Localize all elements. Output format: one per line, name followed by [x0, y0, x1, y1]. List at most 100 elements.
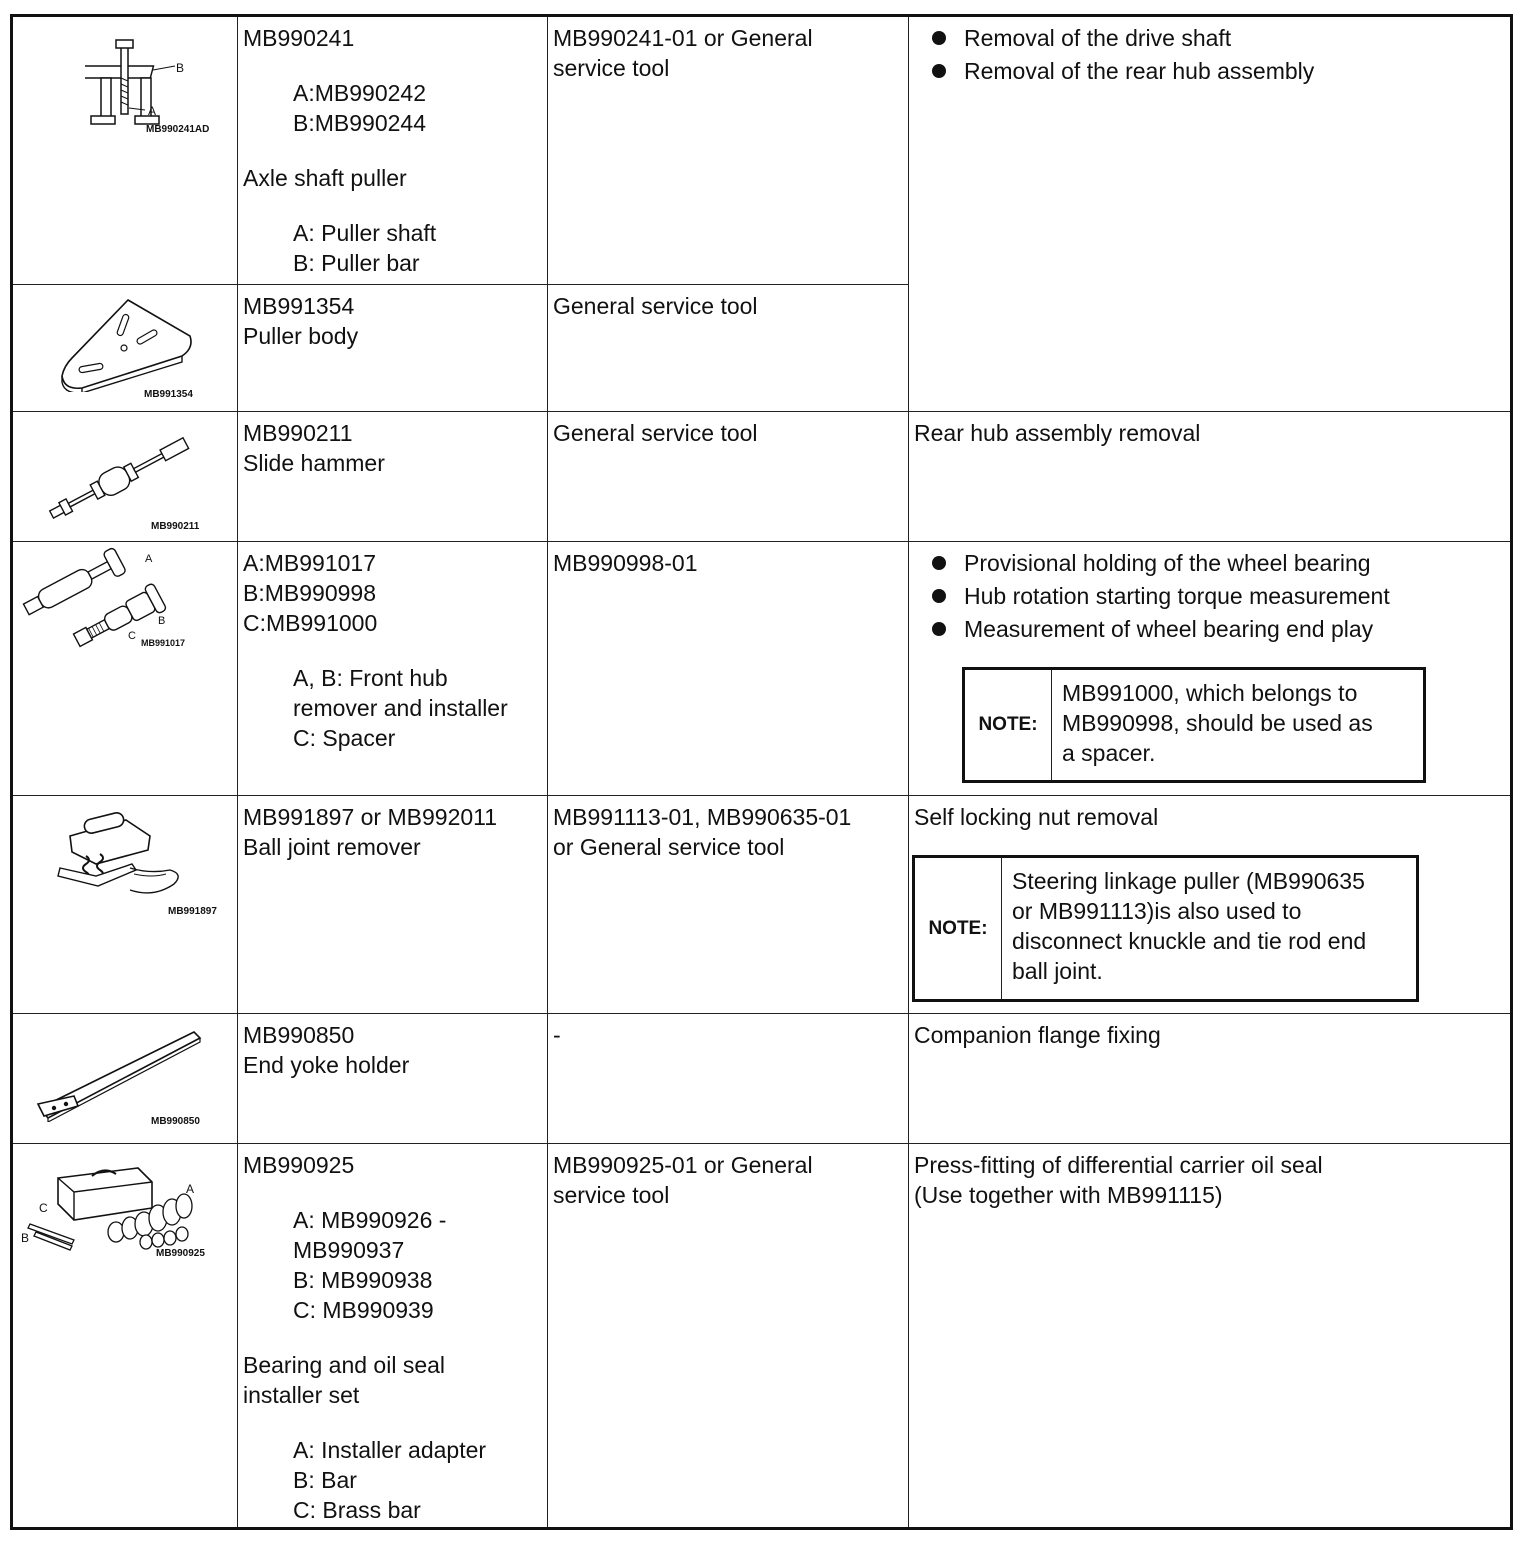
- application-line: (Use together with MB991115): [914, 1182, 1223, 1208]
- note-line: Steering linkage puller (MB990635: [1012, 868, 1365, 894]
- supersession-line: MB991113-01, MB990635-01: [553, 804, 852, 830]
- supersession-line: MB990925-01 or General: [553, 1152, 813, 1178]
- tool-part: C: MB990939: [293, 1297, 434, 1323]
- tool-number: MB991897 or MB992011: [243, 804, 498, 830]
- note-box: NOTE: MB991000, which belongs to MB99099…: [962, 667, 1426, 783]
- illustration-caption: MB990850: [151, 1116, 200, 1127]
- tool-number-cell: A:MB991017 B:MB990998 C:MB991000 A, B: F…: [243, 548, 533, 753]
- application-line: Press-fitting of differential carrier oi…: [914, 1152, 1323, 1178]
- application-item: Hub rotation starting torque measurement: [964, 583, 1390, 609]
- application-item: Measurement of wheel bearing end play: [964, 616, 1374, 642]
- note-text: Steering linkage puller (MB990635 or MB9…: [1002, 858, 1376, 999]
- special-tools-table: [10, 14, 1513, 1530]
- supersession-cell: MB991113-01, MB990635-01 or General serv…: [553, 802, 903, 862]
- illustration-caption: MB990925: [156, 1248, 205, 1259]
- column-divider: [237, 17, 238, 1527]
- note-line: MB991000, which belongs to: [1062, 680, 1358, 706]
- tool-label: remover and installer: [293, 695, 508, 721]
- note-label: NOTE:: [915, 858, 1002, 999]
- tool-number: MB991354: [243, 293, 355, 319]
- illustration-caption: MB990211: [151, 521, 200, 532]
- illustration-caption: MB991354: [144, 389, 193, 400]
- supersession-line: service tool: [553, 1182, 670, 1208]
- tool-part: A:MB990242: [293, 80, 426, 106]
- bullet-icon: [932, 64, 946, 78]
- tool-part: C:MB991000: [243, 610, 378, 636]
- tool-label: A: Puller shaft: [293, 220, 437, 246]
- tool-name-line: installer set: [243, 1382, 360, 1408]
- application-item: Removal of the rear hub assembly: [964, 58, 1315, 84]
- note-line: or MB991113)is also used to: [1012, 898, 1302, 924]
- application: Companion flange fixing: [914, 1022, 1161, 1048]
- application-cell: Removal of the drive shaft Removal of th…: [912, 22, 1502, 88]
- tool-name-line: Bearing and oil seal: [243, 1352, 446, 1378]
- illustration-caption: MB991017: [141, 638, 186, 648]
- end-yoke-holder-illustration: [34, 1026, 204, 1122]
- callout-a: A: [148, 104, 157, 118]
- column-divider: [547, 17, 548, 1527]
- tool-label: B: Puller bar: [293, 250, 420, 276]
- illustration-caption: MB990241AD: [146, 124, 210, 135]
- application-item: Provisional holding of the wheel bearing: [964, 550, 1371, 576]
- supersession: MB990998-01: [553, 550, 698, 576]
- tool-number-cell: MB990241 A:MB990242 B:MB990244 Axle shaf…: [243, 23, 533, 278]
- note-line: MB990998, should be used as: [1062, 710, 1373, 736]
- bullet-icon: [932, 622, 946, 636]
- supersession: General service tool: [553, 420, 758, 446]
- note-text: MB991000, which belongs to MB990998, sho…: [1052, 670, 1383, 780]
- callout-c: C: [128, 630, 136, 642]
- tool-name: Slide hammer: [243, 450, 385, 476]
- tool-part: A:MB991017: [243, 550, 376, 576]
- application: Self locking nut removal: [914, 804, 1159, 830]
- tool-label: B: Bar: [293, 1467, 357, 1493]
- callout-b: B: [158, 615, 166, 627]
- front-hub-remover-illustration: [14, 544, 194, 648]
- note-box: NOTE: Steering linkage puller (MB990635 …: [912, 855, 1419, 1002]
- row-divider: [13, 411, 1510, 412]
- tool-part: MB990937: [293, 1237, 405, 1263]
- tool-part: B:MB990998: [243, 580, 376, 606]
- tool-label: C: Spacer: [293, 725, 396, 751]
- axle-shaft-puller-illustration: [85, 38, 205, 128]
- slide-hammer-illustration: [40, 432, 200, 522]
- row-divider: [13, 1143, 1510, 1144]
- column-divider: [908, 17, 909, 1527]
- callout-a: A: [186, 1182, 195, 1196]
- tool-part: A: MB990926 -: [293, 1207, 447, 1233]
- application-item: Removal of the drive shaft: [964, 25, 1232, 51]
- note-label: NOTE:: [965, 670, 1052, 780]
- callout-b: B: [176, 61, 185, 75]
- tool-number: MB990850: [243, 1022, 355, 1048]
- application-cell: Press-fitting of differential carrier oi…: [914, 1150, 1504, 1210]
- bearing-seal-installer-set-illustration: [20, 1158, 200, 1254]
- callout-b: B: [21, 1231, 30, 1245]
- row-divider: [13, 795, 1510, 796]
- row-divider: [13, 1013, 1510, 1014]
- tool-part: B: MB990938: [293, 1267, 433, 1293]
- tool-name: Axle shaft puller: [243, 165, 407, 191]
- tool-number: MB990241: [243, 25, 355, 51]
- tool-label: C: Brass bar: [293, 1497, 421, 1523]
- tool-number-cell: MB990850 End yoke holder: [243, 1020, 533, 1080]
- row-divider: [13, 541, 1510, 542]
- puller-body-illustration: [58, 296, 198, 392]
- supersession: MB990241-01 or General service tool: [553, 25, 813, 81]
- supersession-cell: MB990925-01 or General service tool: [553, 1150, 873, 1210]
- callout-c: C: [39, 1201, 48, 1215]
- supersession-line: or General service tool: [553, 834, 785, 860]
- tool-number-cell: MB990925 A: MB990926 - MB990937 B: MB990…: [243, 1150, 543, 1525]
- tool-number: MB990211: [243, 420, 353, 446]
- supersession: General service tool: [553, 293, 758, 319]
- ball-joint-remover-illustration: [56, 806, 190, 906]
- supersession: -: [553, 1022, 561, 1048]
- tool-label: A: Installer adapter: [293, 1437, 487, 1463]
- row-divider: [13, 284, 908, 285]
- bullet-icon: [932, 31, 946, 45]
- tool-number-cell: MB991354 Puller body: [243, 291, 533, 351]
- note-line: ball joint.: [1012, 958, 1103, 984]
- tool-number: MB990925: [243, 1152, 355, 1178]
- tool-name: End yoke holder: [243, 1052, 410, 1078]
- tool-part: B:MB990244: [293, 110, 426, 136]
- bullet-icon: [932, 556, 946, 570]
- note-line: disconnect knuckle and tie rod end: [1012, 928, 1367, 954]
